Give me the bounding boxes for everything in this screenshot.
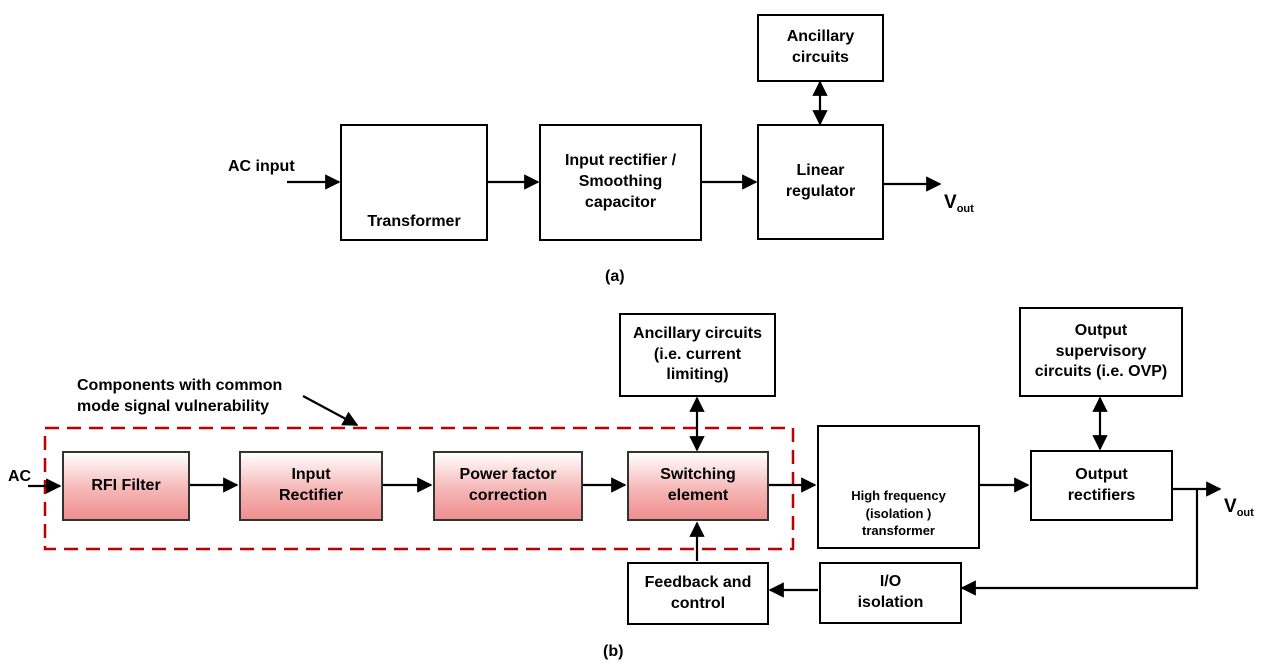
output-supervisory-box: Output supervisory circuits (i.e. OVP)	[1019, 307, 1183, 397]
ancillary-circuits-box-a: Ancillary circuits	[757, 14, 884, 82]
ac-input-label: AC input	[228, 158, 295, 175]
io-isolation-box: I/O isolation	[819, 562, 962, 624]
caption-a: (a)	[605, 268, 625, 285]
input-rectifier-box-b: Input Rectifier	[239, 451, 383, 521]
output-rectifiers-box: Output rectifiers	[1030, 450, 1173, 521]
vulnerability-dashed-border	[43, 426, 795, 551]
hf-transformer-label: High frequency (isolation ) transformer	[851, 488, 946, 539]
vout-label-b: Vout	[1224, 474, 1254, 519]
input-rectifier-box: Input rectifier / Smoothing capacitor	[539, 124, 702, 241]
caption-b: (b)	[603, 643, 624, 660]
vout-main-a: V	[944, 192, 957, 213]
transformer-box: Transformer	[340, 124, 488, 241]
switching-element-box: Switching element	[627, 451, 769, 521]
vout-main-b: V	[1224, 496, 1237, 517]
rfi-filter-box: RFI Filter	[62, 451, 190, 521]
ac-label-b: AC	[8, 468, 32, 485]
linear-regulator-box: Linear regulator	[757, 124, 884, 240]
arrow-annotation-to-group	[302, 395, 359, 426]
vulnerability-annotation: Components with common mode signal vulne…	[77, 377, 283, 415]
vout-label-a: Vout	[944, 170, 974, 215]
vout-sub-a: out	[956, 203, 974, 215]
feedback-line-vout-to-io	[960, 489, 1199, 596]
feedback-control-box: Feedback and control	[627, 562, 769, 625]
ancillary-circuits-box-b: Ancillary circuits (i.e. current limitin…	[619, 313, 776, 397]
vout-sub-b: out	[1236, 507, 1254, 519]
power-factor-correction-box: Power factor correction	[433, 451, 583, 521]
hf-transformer-box: High frequency (isolation ) transformer	[817, 425, 980, 549]
transformer-label: Transformer	[367, 213, 461, 231]
